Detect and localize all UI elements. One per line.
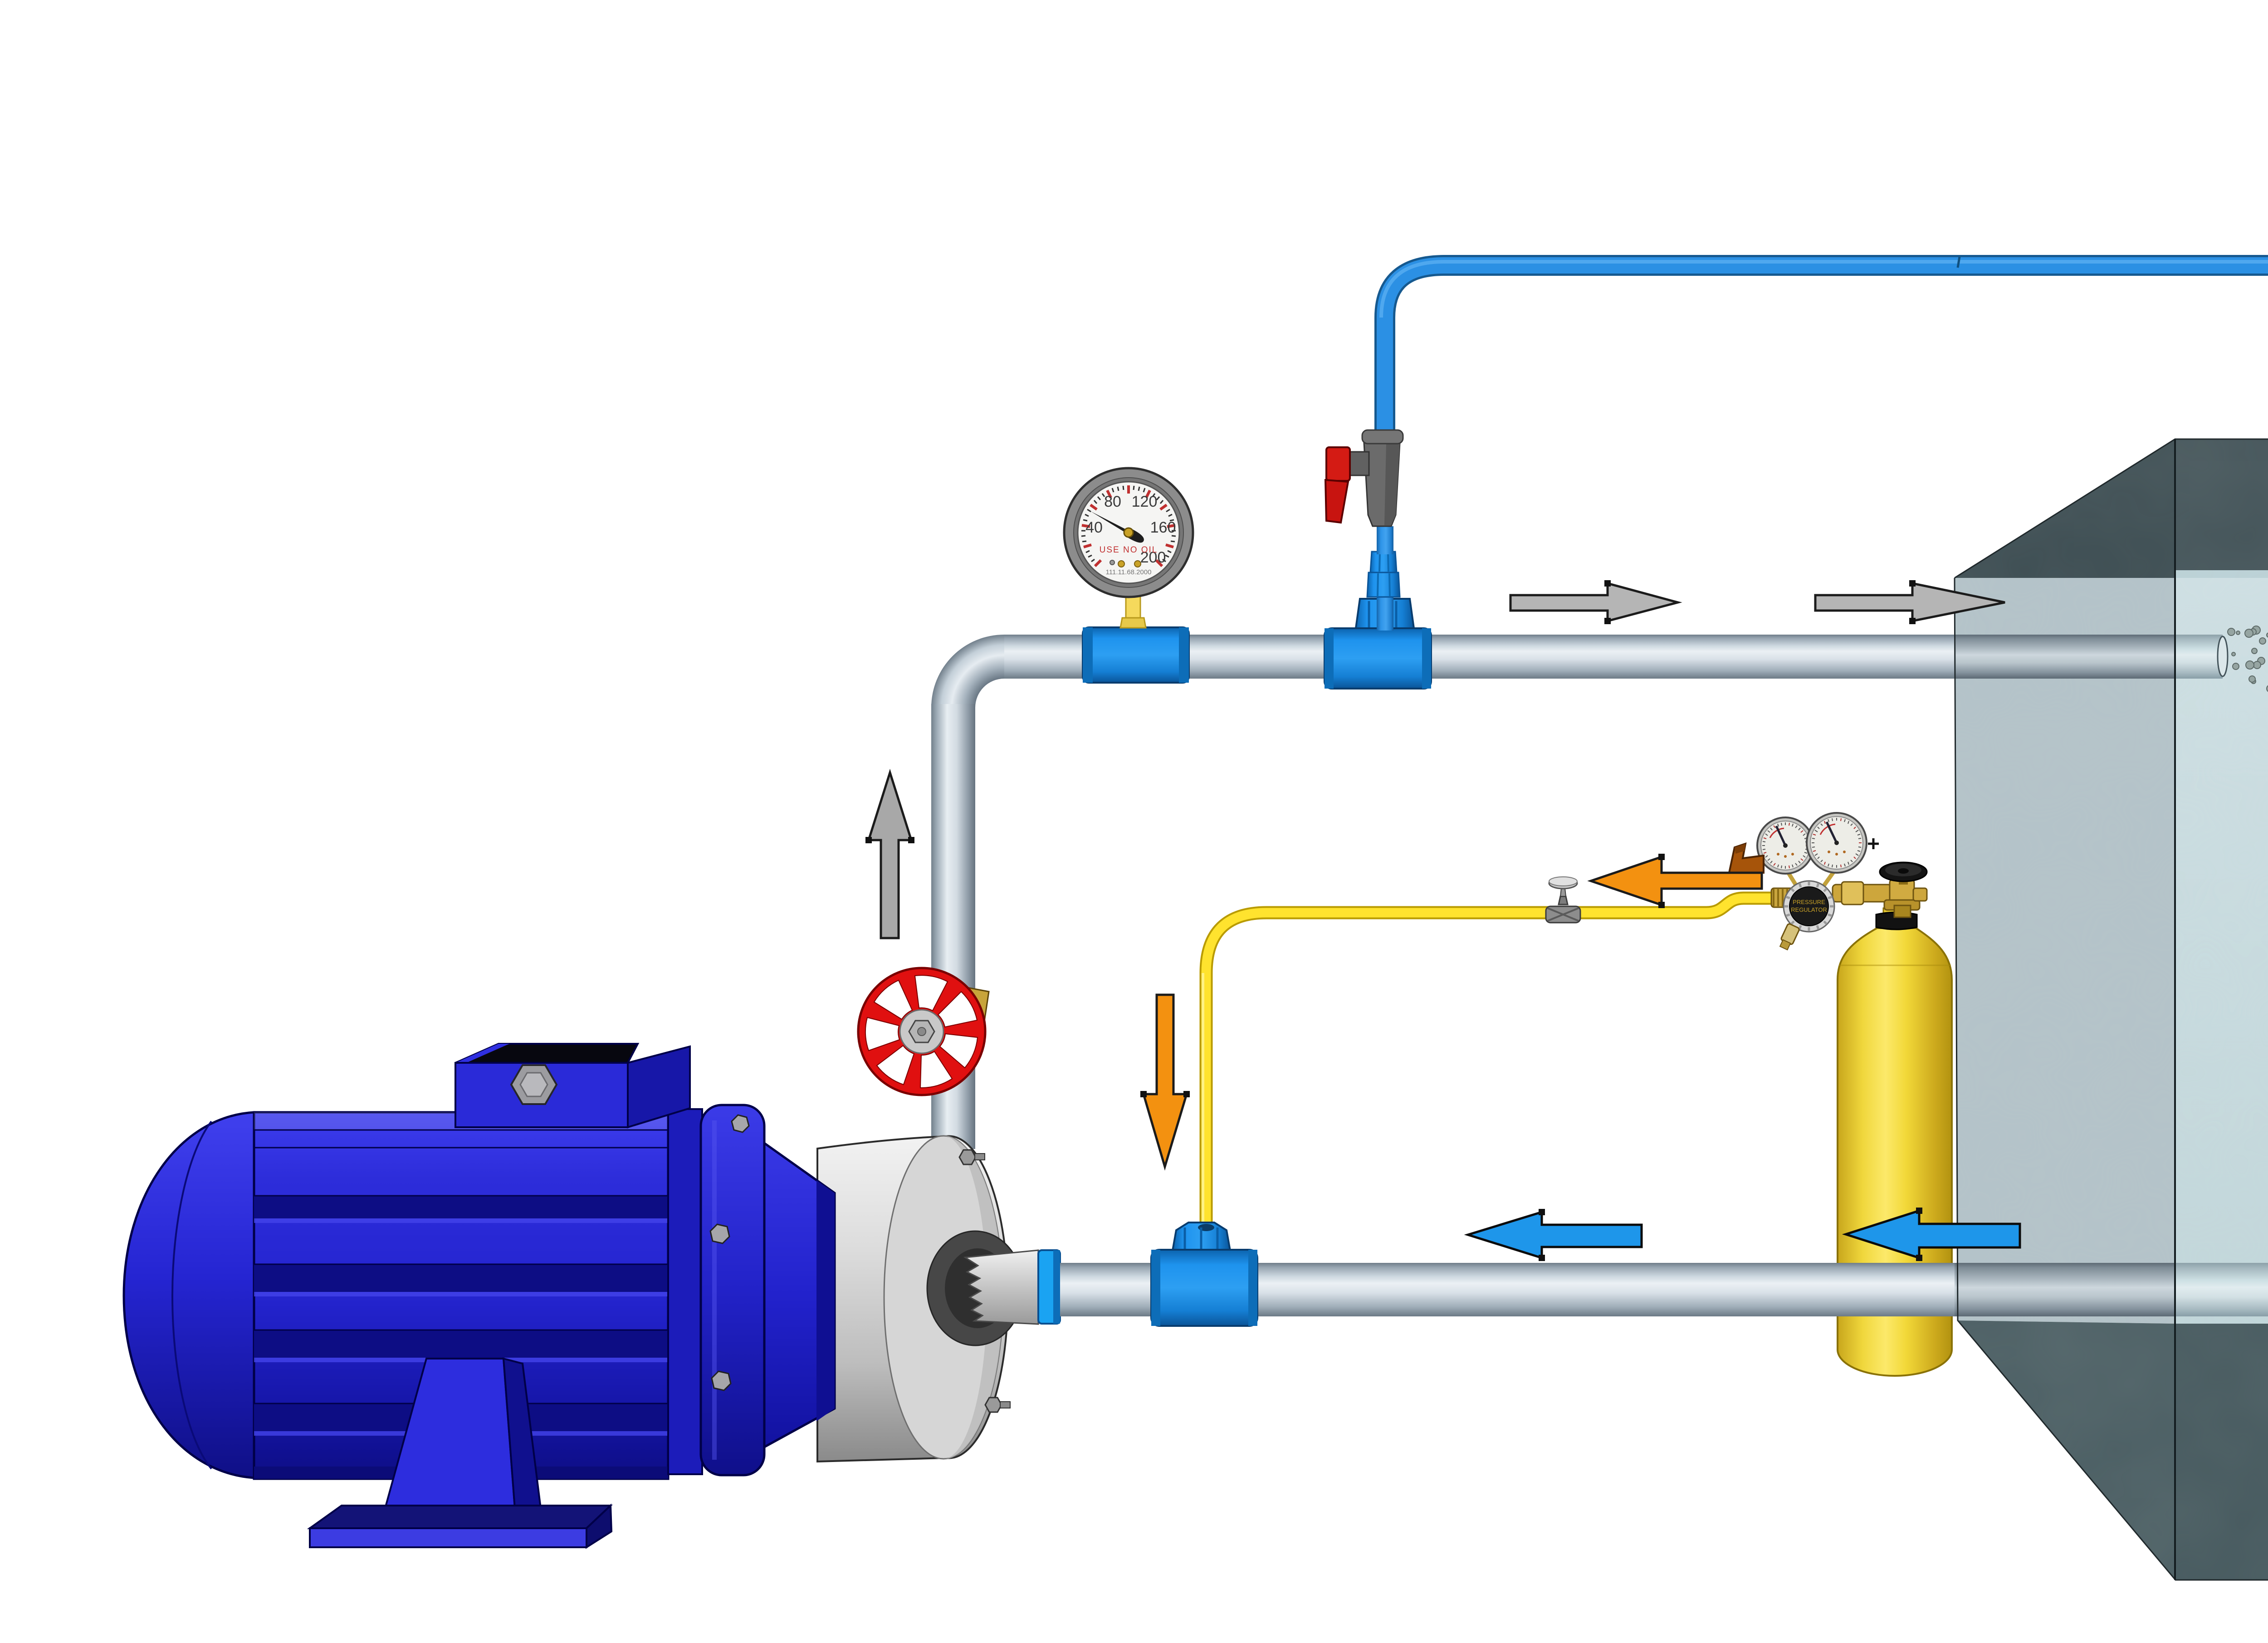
svg-text:160: 160	[1150, 519, 1176, 536]
svg-text:PRESSURE: PRESSURE	[1793, 899, 1825, 905]
svg-text:80: 80	[1104, 493, 1121, 510]
svg-text:120: 120	[1132, 493, 1158, 510]
svg-text:111.11.68.2000: 111.11.68.2000	[1106, 568, 1152, 576]
svg-text:USE NO OIL: USE NO OIL	[1100, 545, 1158, 555]
svg-text:REGULATOR: REGULATOR	[1791, 906, 1827, 913]
svg-text:200: 200	[1140, 549, 1166, 566]
svg-text:40: 40	[1085, 519, 1103, 536]
